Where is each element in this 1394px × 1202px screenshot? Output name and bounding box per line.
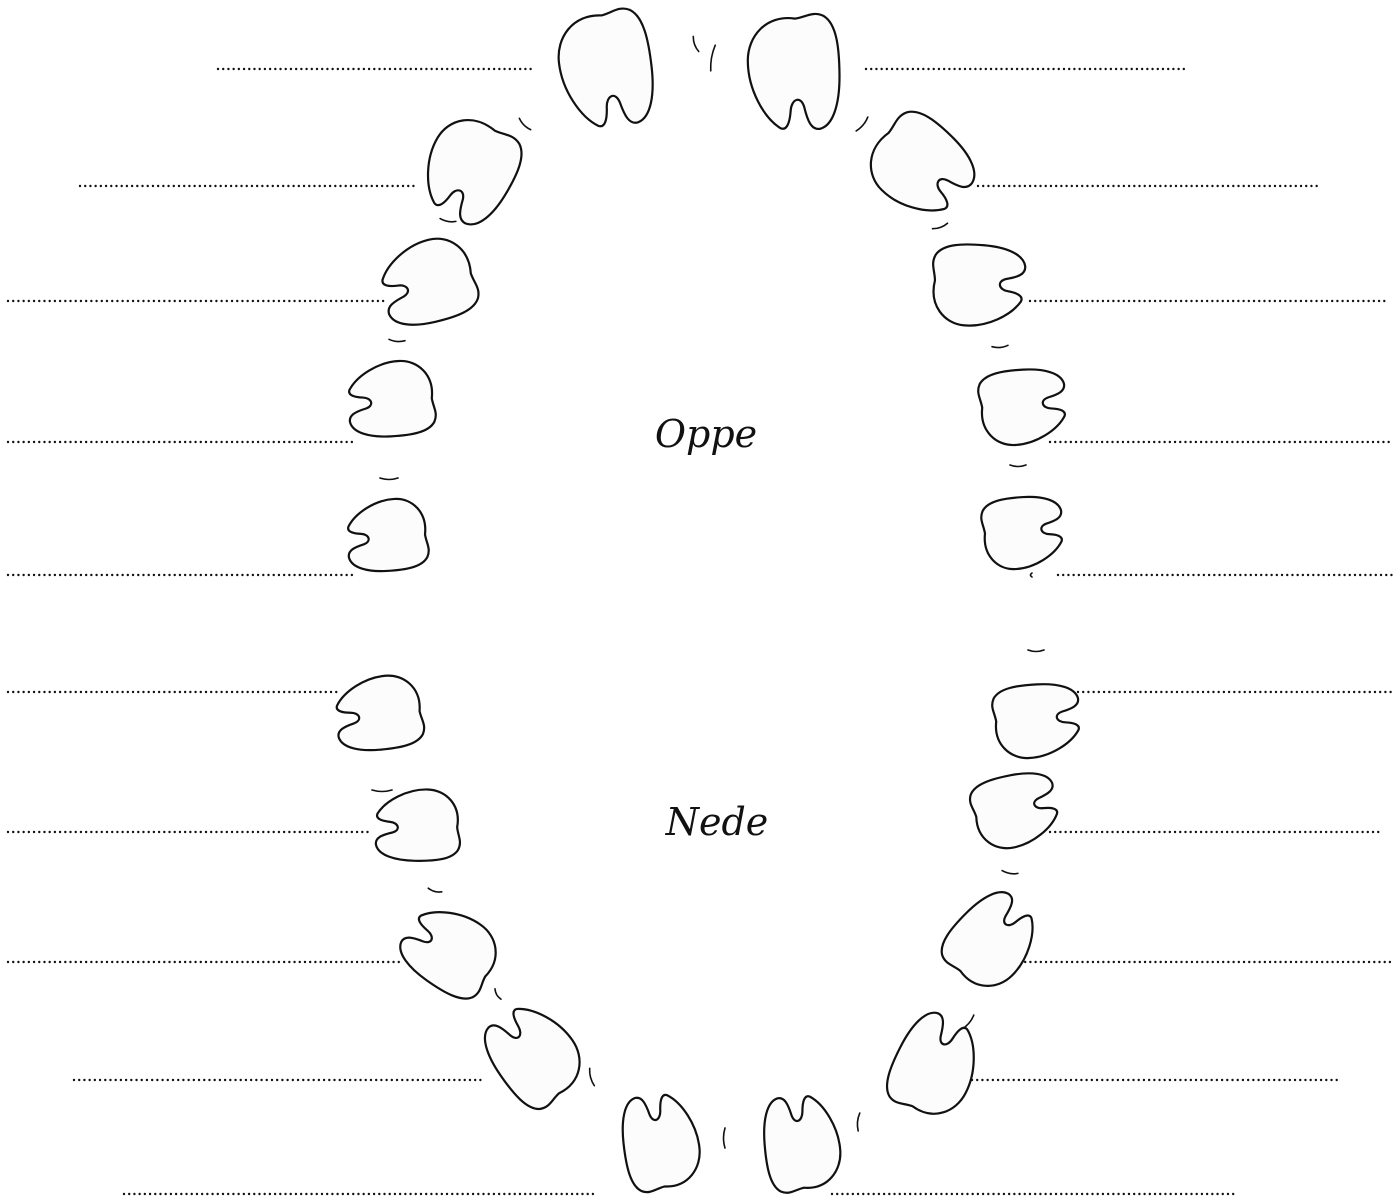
molar-tooth-outline-icon [980,495,1064,571]
molar-tooth-outline-icon [990,682,1080,760]
molar-tooth-outline-icon [622,1094,702,1193]
upper-jaw-label: Oppe [655,412,757,456]
molar-tooth-outline-icon [347,497,431,573]
molar-tooth-outline-icon [337,676,424,751]
gum-mark-10 [1010,465,1026,467]
molar-tooth-outline-icon [853,99,985,232]
gum-mark-8 [992,345,1008,348]
molar-tooth-outline-icon [557,8,654,128]
molar-tooth-outline-icon [923,237,1030,335]
answer-lines [8,69,1392,1194]
gum-mark-3 [518,118,530,130]
gum-mark-1 [692,36,699,52]
lower-jaw-label: Nede [665,800,769,844]
molar-tooth-outline-icon [378,234,482,329]
gum-mark-6 [932,223,948,230]
gum-mark-19 [724,1128,726,1148]
gum-mark-11 [1028,650,1044,652]
gum-mark-20 [857,1113,860,1131]
molar-tooth-outline-icon [405,102,535,235]
gum-mark-7 [389,339,405,342]
teeth [337,8,1081,1193]
gum-mark-12 [1031,573,1033,577]
molar-tooth-outline-icon [930,883,1052,1003]
gum-mark-18 [588,1068,594,1086]
gum-mark-5 [440,219,456,223]
molar-tooth-outline-icon [348,359,438,438]
molar-tooth-outline-icon [391,891,513,1011]
molar-tooth-outline-icon [764,1096,840,1193]
molar-tooth-outline-icon [874,1004,995,1131]
gum-mark-15 [428,888,442,893]
gum-mark-2 [709,45,715,71]
molar-tooth-outline-icon [475,992,594,1118]
gum-mark-4 [856,117,869,132]
molar-tooth-outline-icon [976,368,1066,447]
molar-tooth-outline-icon [373,784,466,865]
gum-mark-17 [494,989,501,1000]
molar-tooth-outline-icon [743,9,844,132]
gum-mark-13 [372,790,392,792]
molar-tooth-outline-icon [968,770,1061,851]
gum-mark-14 [1002,871,1018,875]
gum-mark-9 [380,478,398,480]
